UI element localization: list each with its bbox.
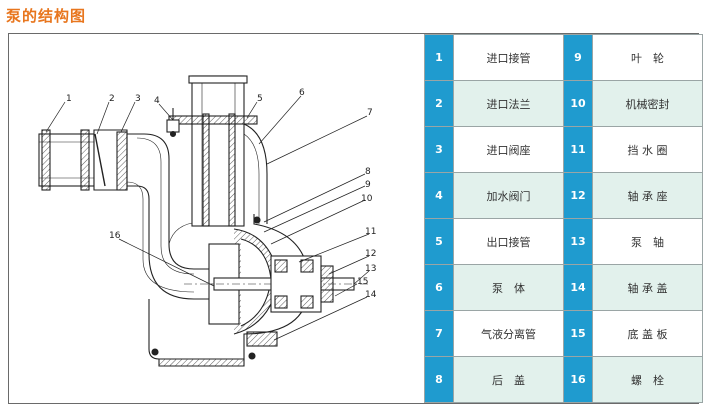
outlet-pipe xyxy=(191,75,245,227)
callout-16: 16 xyxy=(109,231,121,241)
callout-12: 12 xyxy=(365,249,376,259)
part-name-cell: 进口接管 xyxy=(453,34,564,81)
inlet-elbow xyxy=(127,133,209,270)
part-number-cell: 16 xyxy=(563,356,593,403)
part-name-cell: 叶 轮 xyxy=(592,34,703,81)
part-name-cell: 机械密封 xyxy=(592,80,703,127)
part-number-cell: 14 xyxy=(563,264,593,311)
bearing-cover xyxy=(320,265,334,303)
part-number-cell: 15 xyxy=(563,310,593,357)
part-name-cell: 螺 栓 xyxy=(592,356,703,403)
callout-8: 8 xyxy=(365,167,371,177)
part-name-cell: 进口法兰 xyxy=(453,80,564,127)
part-name-cell: 底 盖 板 xyxy=(592,310,703,357)
part-name-cell: 出口接管 xyxy=(453,218,564,265)
part-number-cell: 2 xyxy=(424,80,454,127)
part-name-cell: 轴 承 座 xyxy=(592,172,703,219)
callout-14: 14 xyxy=(365,290,377,300)
part-number-cell: 6 xyxy=(424,264,454,311)
part-name-cell: 泵 轴 xyxy=(592,218,703,265)
callout-13: 13 xyxy=(365,264,376,274)
part-number-cell: 13 xyxy=(563,218,593,265)
part-number-cell: 4 xyxy=(424,172,454,219)
part-number-cell: 3 xyxy=(424,126,454,173)
callout-3: 3 xyxy=(135,94,141,104)
part-number-cell: 1 xyxy=(424,34,454,81)
part-number-cell: 5 xyxy=(424,218,454,265)
part-name-cell: 轴 承 盖 xyxy=(592,264,703,311)
callout-5: 5 xyxy=(257,94,263,104)
part-name-cell: 进口阀座 xyxy=(453,126,564,173)
part-name-cell: 气液分离管 xyxy=(453,310,564,357)
part-number-cell: 8 xyxy=(424,356,454,403)
part-number-cell: 12 xyxy=(563,172,593,219)
bottom-plate xyxy=(246,331,278,347)
pump-body xyxy=(148,214,310,360)
part-number-cell: 10 xyxy=(563,80,593,127)
part-number-cell: 7 xyxy=(424,310,454,357)
part-name-cell: 泵 体 xyxy=(453,264,564,311)
callout-7: 7 xyxy=(367,108,373,118)
refill-valve xyxy=(166,119,180,133)
pump-cross-section-drawing: 1 2 3 4 5 6 7 8 9 10 11 12 13 15 14 16 xyxy=(38,75,377,367)
page-title: 泵的结构图 xyxy=(6,7,87,25)
part-name-cell: 挡 水 圈 xyxy=(592,126,703,173)
part-name-cell: 后 盖 xyxy=(453,356,564,403)
part-number-cell: 11 xyxy=(563,126,593,173)
callout-4: 4 xyxy=(154,96,160,106)
callout-6: 6 xyxy=(299,88,305,98)
part-number-cell: 9 xyxy=(563,34,593,81)
callout-10: 10 xyxy=(361,194,373,204)
callout-2: 2 xyxy=(109,94,115,104)
callout-9: 9 xyxy=(365,180,371,190)
callout-11: 11 xyxy=(365,227,376,237)
callout-15: 15 xyxy=(357,277,368,287)
callout-1: 1 xyxy=(66,94,72,104)
part-name-cell: 加水阀门 xyxy=(453,172,564,219)
